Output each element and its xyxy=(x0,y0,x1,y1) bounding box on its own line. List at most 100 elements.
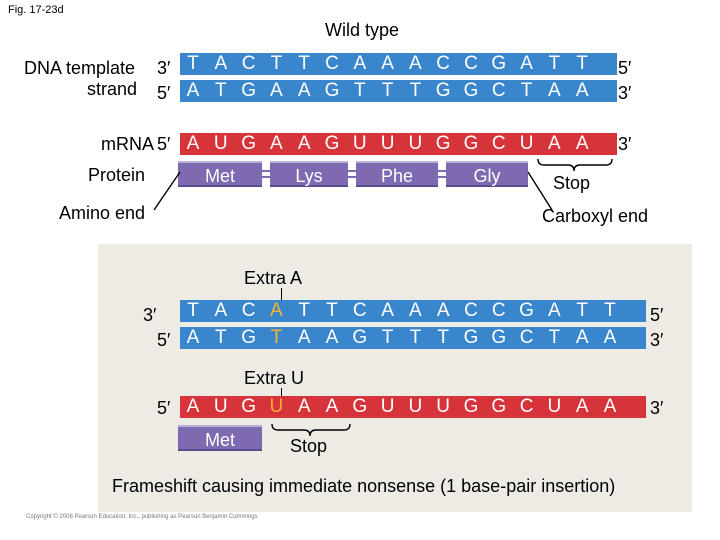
nucleotide-base: T xyxy=(409,80,422,101)
nucleotide-base: G xyxy=(241,80,256,101)
nucleotide-base: C xyxy=(464,53,478,74)
extra-u-pointer xyxy=(281,388,283,396)
nucleotide-base: A xyxy=(297,133,311,154)
nucleotide-base: C xyxy=(519,396,534,417)
nucleotide-base: A xyxy=(325,396,339,417)
nucleotide-base: T xyxy=(298,300,310,321)
mut-mrna-left-end: 5′ xyxy=(157,398,171,418)
nucleotide-base: A xyxy=(548,300,561,321)
nucleotide-base: A xyxy=(381,53,394,74)
nucleotide-base: A xyxy=(325,327,339,348)
nucleotide-base: A xyxy=(520,53,533,74)
mut-amino-acid-met: Met xyxy=(178,425,262,451)
nucleotide-base: U xyxy=(380,133,395,154)
nucleotide-base: U xyxy=(547,396,562,417)
extra-a-label: Extra A xyxy=(244,268,303,288)
nucleotide-base: U xyxy=(213,133,228,154)
nucleotide-base: U xyxy=(380,396,395,417)
nucleotide-base: A xyxy=(186,80,200,101)
template-strand-label-line1: DNA template xyxy=(24,58,136,78)
nucleotide-base: C xyxy=(325,53,339,74)
nucleotide-base: G xyxy=(241,327,256,348)
nucleotide-base: G xyxy=(352,327,368,348)
extra-u-label: Extra U xyxy=(244,368,305,388)
amino-acid-met: Met xyxy=(178,161,262,187)
nucleotide-base: U xyxy=(269,396,284,417)
wt-coding-right-end: 3′ xyxy=(618,83,632,103)
nucleotide-base: T xyxy=(576,53,588,74)
nucleotide-base: A xyxy=(186,396,200,417)
mut-stop-bracket xyxy=(271,423,351,437)
nucleotide-base: C xyxy=(436,53,451,74)
nucleotide-base: G xyxy=(324,80,340,101)
nucleotide-base: A xyxy=(575,327,589,348)
carboxyl-end-pointer xyxy=(527,171,553,211)
nucleotide-base: U xyxy=(408,133,423,154)
nucleotide-base: A xyxy=(548,80,561,101)
carboxyl-end-label: Carboxyl end xyxy=(542,206,649,226)
nucleotide-base: C xyxy=(491,300,506,321)
nucleotide-base: G xyxy=(491,396,507,417)
copyright-notice: Copyright © 2008 Pearson Education, Inc.… xyxy=(26,514,258,520)
nucleotide-base: T xyxy=(270,327,283,348)
wt-template-left-end: 3′ xyxy=(157,58,171,78)
nucleotide-base: A xyxy=(214,300,228,321)
amino-acid-phe: Phe xyxy=(356,161,438,187)
nucleotide-base: A xyxy=(186,327,200,348)
peptide-bond xyxy=(348,170,356,178)
amino-acid-lys: Lys xyxy=(270,161,348,187)
nucleotide-base: A xyxy=(575,396,589,417)
nucleotide-base: T xyxy=(437,327,449,348)
mutant-panel xyxy=(98,244,692,512)
nucleotide-base: A xyxy=(575,80,589,101)
nucleotide-base: A xyxy=(297,396,311,417)
nucleotide-base: A xyxy=(297,80,311,101)
mut-stop-label: Stop xyxy=(290,436,328,456)
nucleotide-base: T xyxy=(187,53,199,74)
nucleotide-base: C xyxy=(241,300,256,321)
nucleotide-base: G xyxy=(491,53,507,74)
nucleotide-base: A xyxy=(186,133,200,154)
nucleotide-base: G xyxy=(463,396,479,417)
mut-mrna-right-end: 3′ xyxy=(650,398,664,418)
wt-stop-label: Stop xyxy=(553,173,591,193)
nucleotide-base: T xyxy=(353,80,366,101)
nucleotide-base: T xyxy=(548,53,561,74)
peptide-bond xyxy=(438,170,446,178)
nucleotide-base: U xyxy=(408,396,423,417)
nucleotide-base: A xyxy=(270,133,283,154)
mut-template-right-end: 5′ xyxy=(650,305,664,325)
nucleotide-base: A xyxy=(409,300,422,321)
nucleotide-base: G xyxy=(463,133,479,154)
nucleotide-base: T xyxy=(520,80,533,101)
mut-coding-left-end: 5′ xyxy=(157,330,171,350)
nucleotide-base: T xyxy=(298,53,310,74)
nucleotide-base: G xyxy=(435,133,451,154)
nucleotide-base: G xyxy=(324,133,340,154)
nucleotide-base: A xyxy=(409,53,422,74)
nucleotide-base: A xyxy=(270,80,283,101)
nucleotide-base: T xyxy=(381,80,394,101)
template-strand-label-line2: strand xyxy=(87,79,138,99)
nucleotide-base: C xyxy=(491,80,506,101)
nucleotide-base: U xyxy=(352,133,367,154)
peptide-bond xyxy=(262,170,270,178)
nucleotide-base: A xyxy=(381,300,394,321)
nucleotide-base: G xyxy=(352,396,368,417)
nucleotide-base: T xyxy=(326,300,338,321)
nucleotide-base: A xyxy=(548,133,561,154)
nucleotide-base: A xyxy=(214,53,228,74)
nucleotide-base: A xyxy=(353,53,367,74)
amino-end-pointer xyxy=(153,171,181,211)
nucleotide-base: G xyxy=(241,396,256,417)
nucleotide-base: T xyxy=(214,80,227,101)
nucleotide-base: C xyxy=(519,327,534,348)
nucleotide-base: U xyxy=(436,396,451,417)
nucleotide-base: C xyxy=(241,53,256,74)
